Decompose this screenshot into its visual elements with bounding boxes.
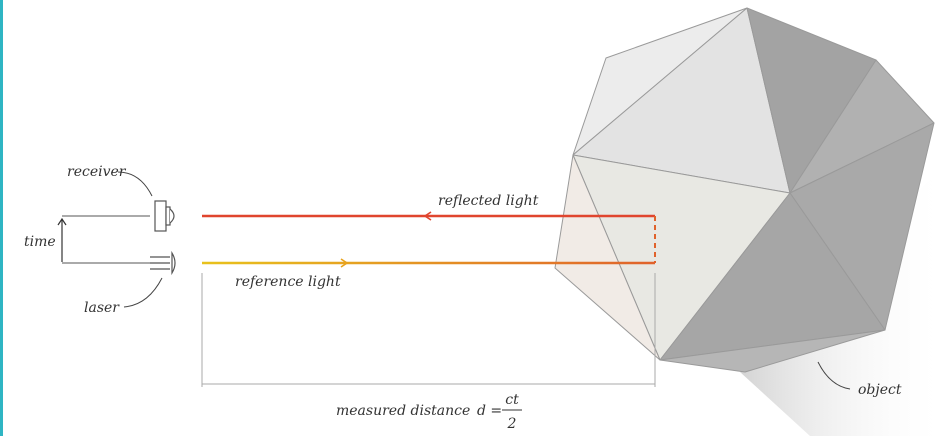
reflected-arrowhead bbox=[423, 211, 432, 221]
receiver-label: receiver bbox=[67, 164, 127, 180]
laser-leader-line bbox=[123, 277, 163, 308]
laser-emitter-icon bbox=[150, 250, 176, 276]
receiver-leader-line bbox=[117, 171, 153, 197]
object-polyhedron bbox=[554, 7, 935, 373]
laser-label: laser bbox=[84, 300, 120, 316]
receiver-sensor-icon bbox=[154, 200, 175, 232]
reference-light-label: reference light bbox=[235, 274, 341, 290]
object-leader-line bbox=[817, 361, 851, 390]
time-label: time bbox=[24, 234, 56, 250]
reference-light-beam bbox=[202, 261, 655, 265]
formula-lhs: d = bbox=[477, 403, 502, 419]
object-label: object bbox=[858, 382, 902, 398]
formula-numerator: ct bbox=[505, 392, 519, 408]
distance-bracket bbox=[201, 273, 656, 387]
formula-denominator: 2 bbox=[507, 416, 517, 432]
reference-arrowhead bbox=[340, 258, 349, 268]
measured-distance-label: measured distance bbox=[336, 403, 470, 419]
frame-accent-bar bbox=[0, 0, 3, 436]
reflected-light-label: reflected light bbox=[438, 193, 539, 209]
time-arrow bbox=[57, 217, 67, 262]
